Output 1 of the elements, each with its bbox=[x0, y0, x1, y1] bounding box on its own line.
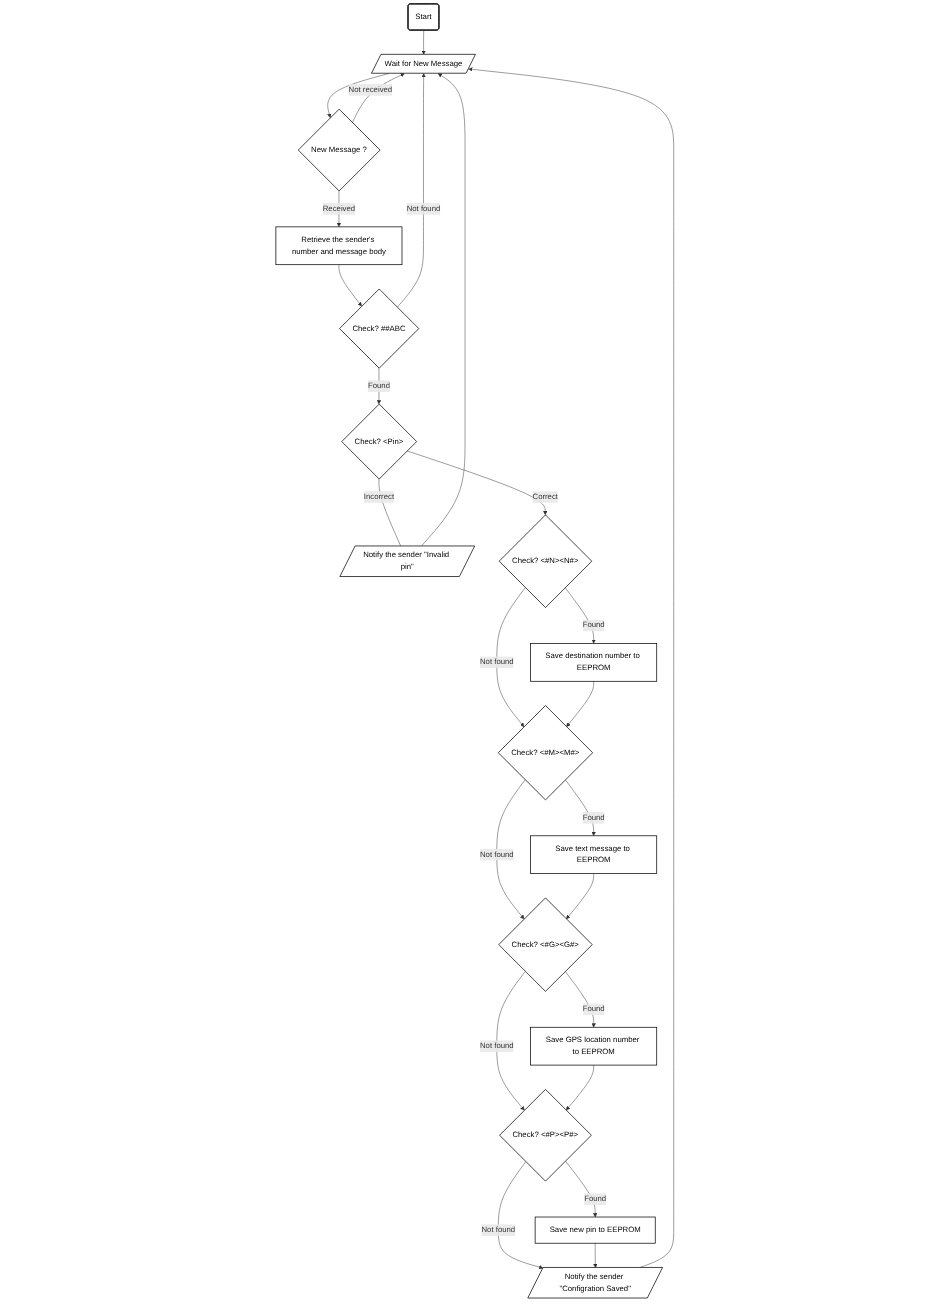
connector bbox=[377, 478, 401, 547]
